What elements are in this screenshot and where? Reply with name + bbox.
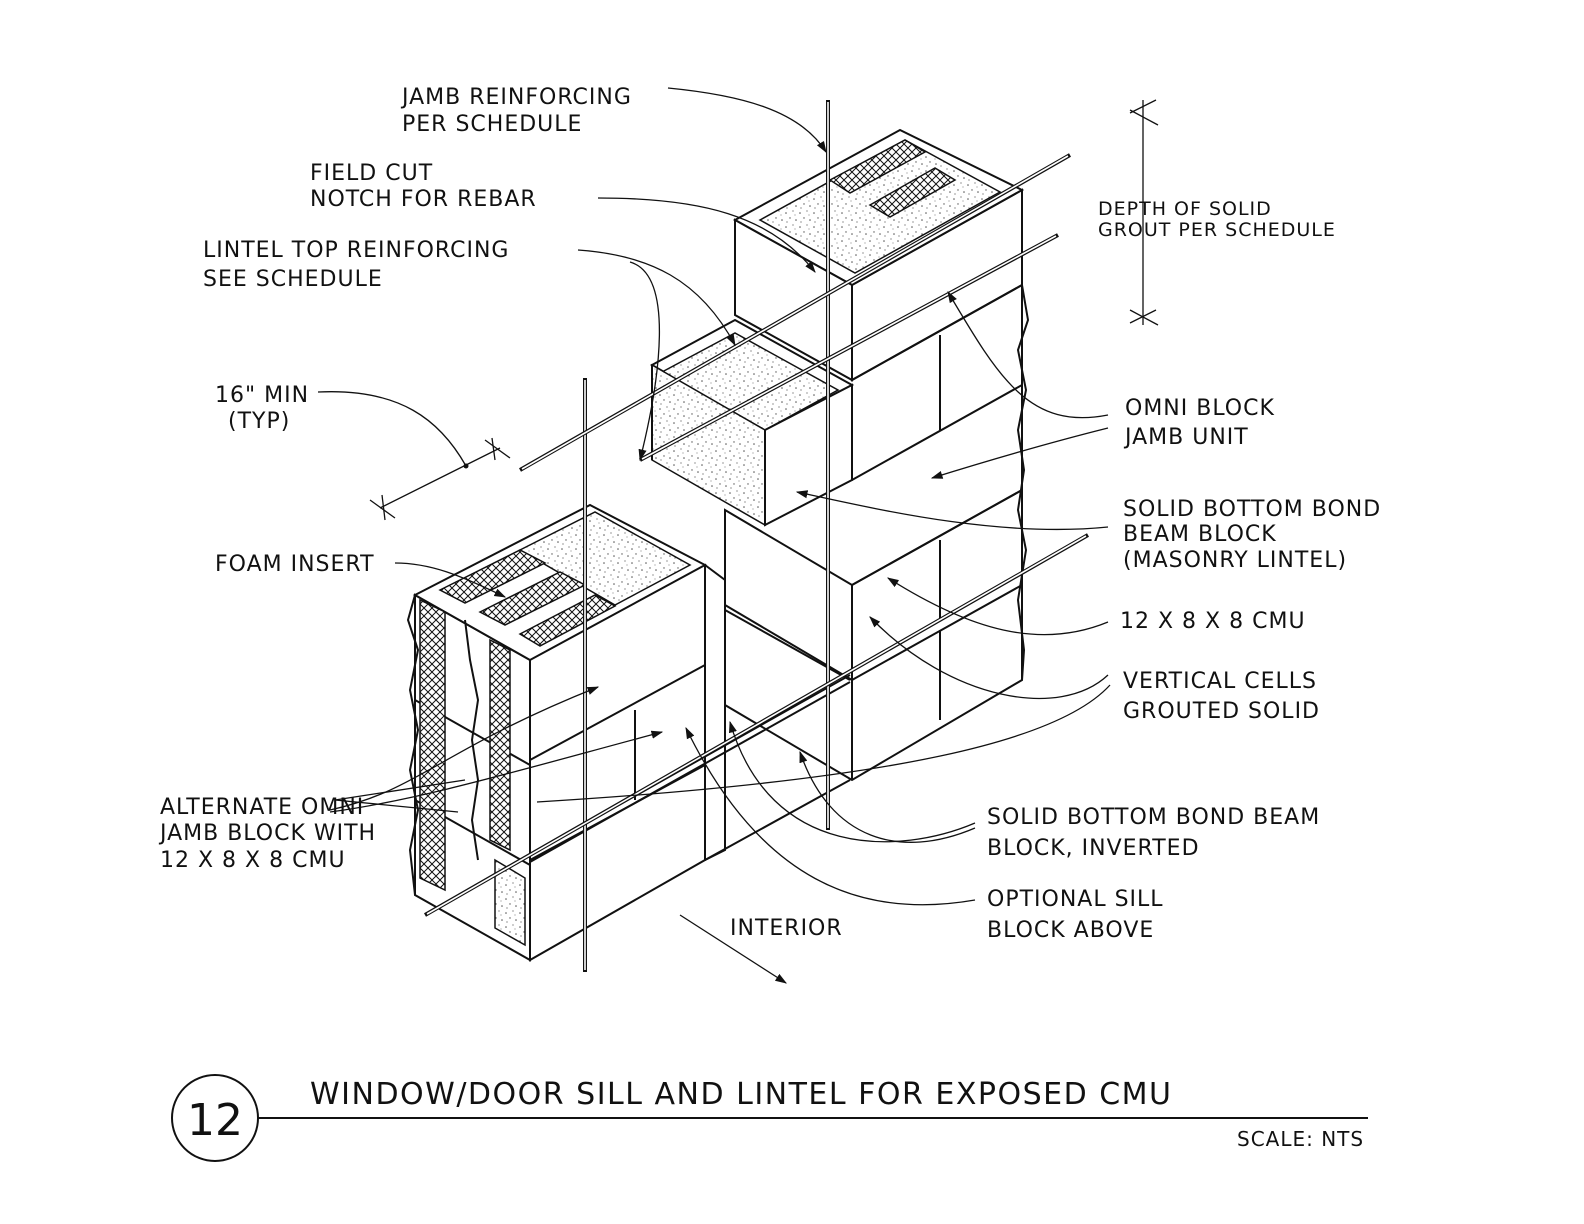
svg-text:SOLID BOTTOM BOND: SOLID BOTTOM BOND bbox=[1123, 497, 1381, 522]
svg-text:GROUTED SOLID: GROUTED SOLID bbox=[1123, 699, 1320, 724]
bond-beam-lintel bbox=[649, 318, 855, 527]
svg-text:FIELD CUT: FIELD CUT bbox=[310, 161, 433, 186]
detail-number: 12 bbox=[187, 1095, 243, 1146]
label-solid-bottom: SOLID BOTTOM BOND BEAM BLOCK (MASONRY LI… bbox=[1123, 497, 1381, 573]
title-block: 12 WINDOW/DOOR SILL AND LINTEL FOR EXPOS… bbox=[171, 1074, 1368, 1162]
svg-text:BLOCK ABOVE: BLOCK ABOVE bbox=[987, 918, 1154, 943]
label-optional-sill: OPTIONAL SILL BLOCK ABOVE bbox=[987, 887, 1164, 943]
depth-dimension bbox=[1129, 99, 1159, 326]
svg-text:(TYP): (TYP) bbox=[228, 409, 290, 434]
label-cmu: 12 X 8 X 8 CMU bbox=[1120, 609, 1306, 634]
svg-text:DEPTH OF SOLID: DEPTH OF SOLID bbox=[1098, 198, 1272, 220]
label-lintel-top: LINTEL TOP REINFORCING SEE SCHEDULE bbox=[203, 238, 509, 292]
svg-text:SEE SCHEDULE: SEE SCHEDULE bbox=[203, 267, 383, 292]
svg-text:GROUT PER SCHEDULE: GROUT PER SCHEDULE bbox=[1098, 219, 1336, 241]
svg-text:ALTERNATE OMNI: ALTERNATE OMNI bbox=[160, 795, 364, 820]
svg-text:16" MIN: 16" MIN bbox=[215, 383, 309, 408]
label-field-cut: FIELD CUT NOTCH FOR REBAR bbox=[310, 161, 537, 212]
svg-text:12 X 8 X 8 CMU: 12 X 8 X 8 CMU bbox=[160, 848, 346, 873]
svg-text:NOTCH FOR REBAR: NOTCH FOR REBAR bbox=[310, 187, 537, 212]
detail-title: WINDOW/DOOR SILL AND LINTEL FOR EXPOSED … bbox=[310, 1077, 1173, 1112]
svg-text:LINTEL TOP REINFORCING: LINTEL TOP REINFORCING bbox=[203, 238, 509, 263]
right-wall bbox=[724, 188, 1030, 782]
label-omni-block: OMNI BLOCK JAMB UNIT bbox=[1123, 396, 1275, 450]
svg-text:JAMB BLOCK WITH: JAMB BLOCK WITH bbox=[158, 821, 376, 846]
leaders bbox=[317, 87, 1111, 984]
label-foam-insert: FOAM INSERT bbox=[215, 552, 375, 577]
label-jamb-reinforcing: JAMB REINFORCING PER SCHEDULE bbox=[400, 85, 632, 137]
rebar bbox=[424, 100, 1089, 972]
svg-text:(MASONRY LINTEL): (MASONRY LINTEL) bbox=[1123, 548, 1347, 573]
label-depth-grout: DEPTH OF SOLID GROUT PER SCHEDULE bbox=[1098, 198, 1336, 241]
label-16-min: 16" MIN (TYP) bbox=[215, 383, 309, 434]
label-solid-inverted: SOLID BOTTOM BOND BEAM BLOCK, INVERTED bbox=[987, 805, 1320, 861]
svg-text:VERTICAL CELLS: VERTICAL CELLS bbox=[1123, 669, 1317, 694]
svg-text:JAMB UNIT: JAMB UNIT bbox=[1123, 425, 1249, 450]
label-vertical-cells: VERTICAL CELLS GROUTED SOLID bbox=[1123, 669, 1320, 724]
svg-text:SOLID BOTTOM BOND BEAM: SOLID BOTTOM BOND BEAM bbox=[987, 805, 1320, 830]
svg-text:PER SCHEDULE: PER SCHEDULE bbox=[402, 112, 582, 137]
svg-text:BEAM BLOCK: BEAM BLOCK bbox=[1123, 522, 1277, 547]
label-interior: INTERIOR bbox=[730, 916, 843, 941]
left-wall bbox=[406, 503, 851, 962]
svg-text:OPTIONAL SILL: OPTIONAL SILL bbox=[987, 887, 1164, 912]
label-alternate: ALTERNATE OMNI JAMB BLOCK WITH 12 X 8 X … bbox=[158, 795, 376, 873]
detail-scale: SCALE: NTS bbox=[1237, 1127, 1364, 1151]
min16-dimension bbox=[369, 437, 511, 521]
svg-text:BLOCK, INVERTED: BLOCK, INVERTED bbox=[987, 836, 1200, 861]
svg-text:OMNI BLOCK: OMNI BLOCK bbox=[1125, 396, 1275, 421]
svg-text:JAMB REINFORCING: JAMB REINFORCING bbox=[400, 85, 632, 110]
